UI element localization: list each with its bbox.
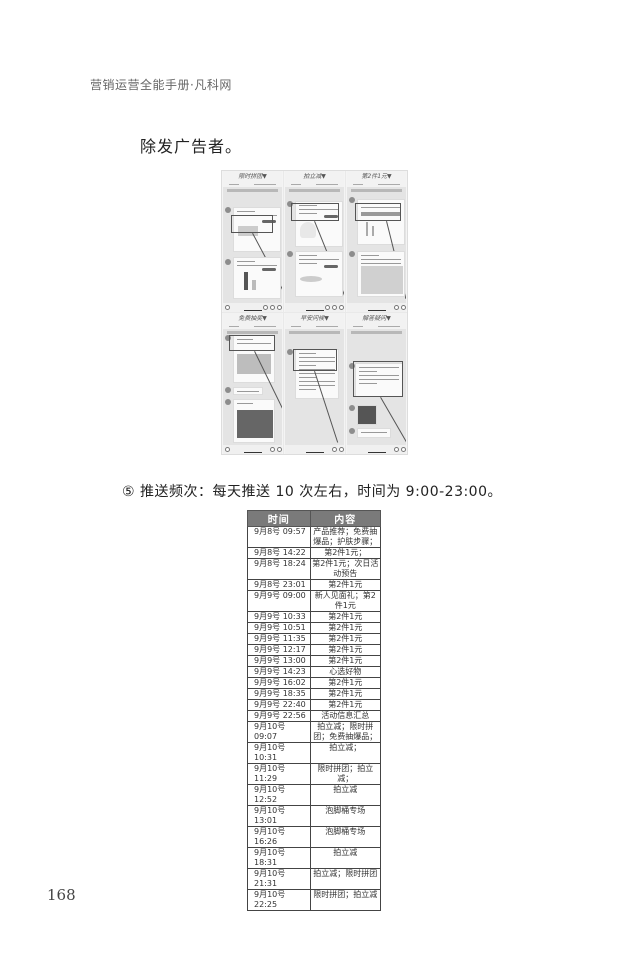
image-message — [357, 405, 377, 425]
avatar-icon — [225, 387, 231, 393]
message-card — [357, 251, 405, 297]
phone-panel-group-buy: 限时拼团▼ — [222, 171, 283, 312]
avatar-icon — [287, 349, 293, 355]
phone-panel-answer-questions: 解答疑问▼ — [346, 313, 407, 454]
column-header-time: 时间 — [247, 510, 311, 527]
highlight-box — [293, 349, 337, 371]
page-number: 168 — [47, 886, 76, 904]
highlight-box — [355, 203, 401, 221]
table-header-row: 时间 内容 — [247, 510, 382, 527]
message-card — [295, 251, 343, 297]
highlight-box — [291, 203, 339, 221]
avatar-icon — [225, 207, 231, 213]
phone-panel-free-lottery: 免费抽奖▼ — [222, 313, 283, 454]
message-card — [357, 199, 405, 245]
panel-title: 免费抽奖▼ — [223, 313, 282, 324]
column-header-content: 内容 — [309, 510, 382, 527]
highlight-box — [231, 215, 273, 233]
message-card — [233, 257, 281, 299]
avatar-icon — [225, 335, 231, 341]
highlight-box — [229, 335, 275, 351]
push-frequency-item: ⑤ 推送频次：每天推送 10 次左右，时间为 9:00-23:00。 — [122, 484, 503, 500]
message-card — [357, 428, 391, 438]
avatar-icon — [349, 405, 355, 411]
message-card — [233, 387, 263, 395]
avatar-icon — [349, 251, 355, 257]
screenshot-collage-figure: 限时拼团▼ 拍立减▼ — [221, 170, 408, 455]
running-header: 营销运营全能手册·凡科网 — [90, 78, 232, 92]
highlight-box — [353, 361, 403, 397]
avatar-icon — [287, 201, 293, 207]
panel-title: 第2件1元▼ — [347, 171, 406, 182]
message-card — [233, 399, 275, 443]
panel-title: 解答疑问▼ — [347, 313, 406, 324]
avatar-icon — [349, 197, 355, 203]
panel-title: 拍立减▼ — [285, 171, 344, 182]
avatar-icon — [287, 251, 293, 257]
phone-panel-instant-discount: 拍立减▼ — [284, 171, 345, 312]
avatar-icon — [225, 399, 231, 405]
annotation-arrow — [380, 397, 406, 450]
avatar-icon — [225, 259, 231, 265]
avatar-icon — [349, 363, 355, 369]
message-card — [295, 201, 343, 247]
phone-panel-second-item-1yuan: 第2件1元▼ — [346, 171, 407, 312]
avatar-icon — [349, 428, 355, 434]
phone-panel-morning-greeting: 早安问候▼ — [284, 313, 345, 454]
panel-title: 限时拼团▼ — [223, 171, 282, 182]
paragraph-tail: 除发广告者。 — [140, 137, 243, 156]
panel-title: 早安问候▼ — [285, 313, 344, 324]
